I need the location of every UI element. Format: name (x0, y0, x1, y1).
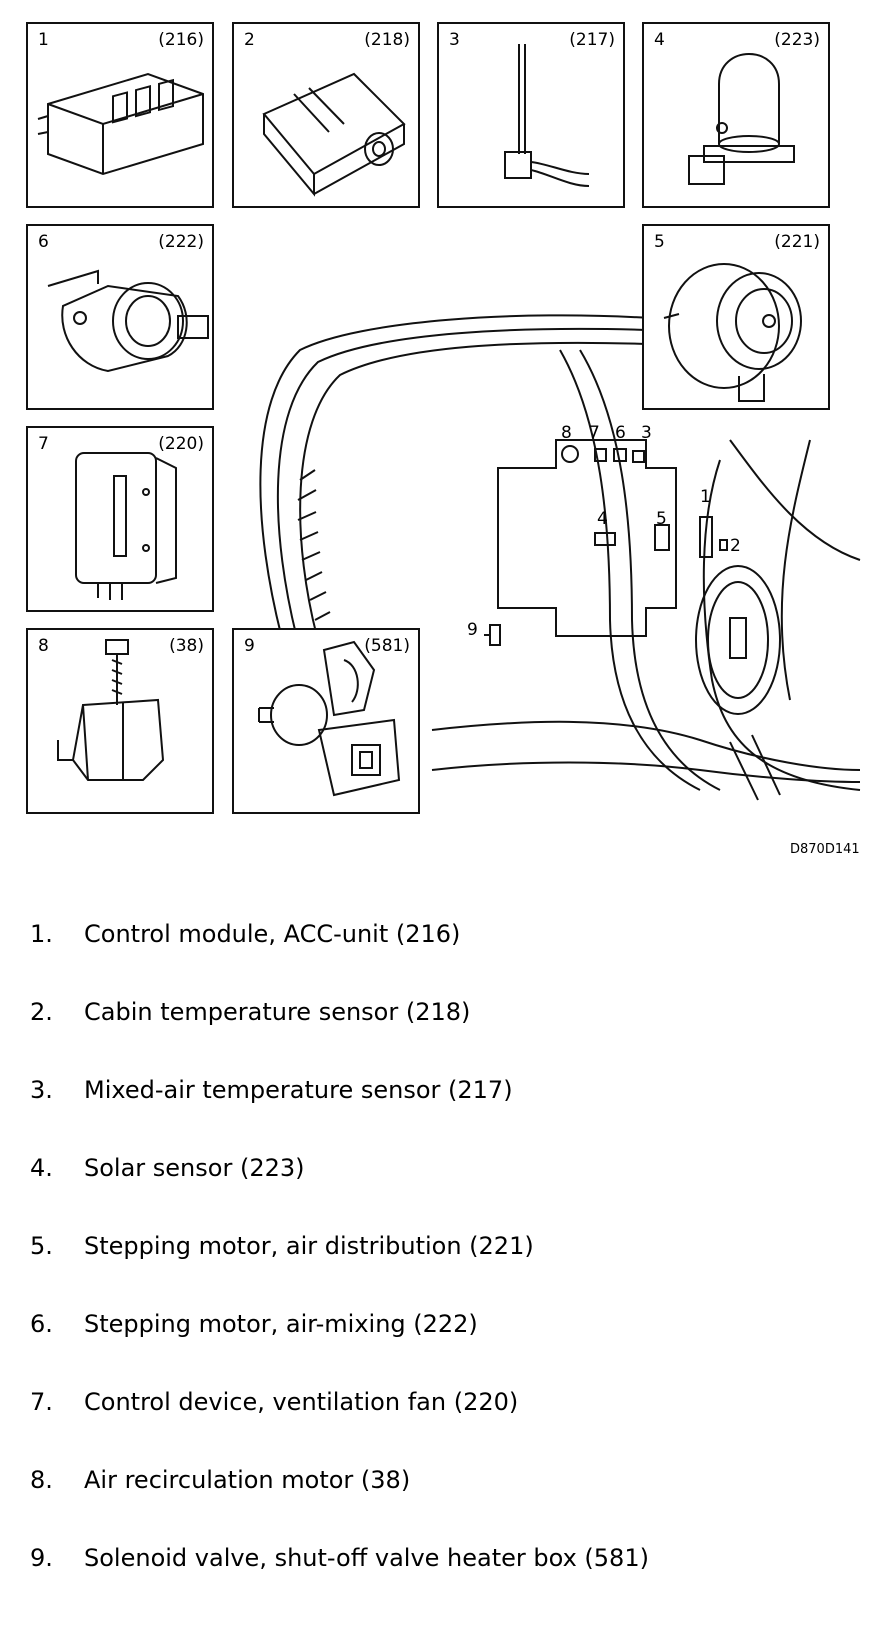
legend-text: Cabin temperature sensor (218) (84, 998, 471, 1026)
panel-cabin-sensor: 2 (218) (232, 22, 420, 208)
dashboard-drawing (259, 314, 861, 801)
legend-index: 4. (30, 1154, 53, 1182)
panel-code: (218) (364, 30, 410, 50)
legend-index: 5. (30, 1232, 53, 1260)
legend-text: Control device, ventilation fan (220) (84, 1388, 519, 1416)
panel-number: 3 (449, 30, 460, 50)
legend-list: 1. Control module, ACC-unit (216) 2. Cabin… (30, 920, 649, 1622)
panel-code: (216) (158, 30, 204, 50)
legend-text: Mixed-air temperature sensor (217) (84, 1076, 513, 1104)
legend-item: 1. Control module, ACC-unit (216) (30, 920, 649, 998)
callout-7: 7 (589, 423, 600, 443)
callout-3: 3 (641, 423, 652, 443)
legend-text: Solar sensor (223) (84, 1154, 305, 1182)
callout-4: 4 (597, 509, 608, 529)
fan-control-device-icon (75, 452, 177, 600)
legend-index: 6. (30, 1310, 53, 1338)
callout-8: 8 (561, 423, 572, 443)
callout-9: 9 (467, 620, 478, 640)
panel-fan-control-device: 7 (220) (26, 426, 214, 612)
control-module-icon (37, 72, 204, 176)
stepping-motor-air-distribution-icon (663, 263, 802, 402)
figure-id: D870D141 (790, 842, 860, 857)
panel-solar-sensor: 4 (223) (642, 22, 830, 208)
panel-code: (38) (169, 636, 204, 656)
panel-code: (223) (774, 30, 820, 50)
legend-item: 4. Solar sensor (223) (30, 1154, 649, 1232)
solenoid-valve-icon (258, 640, 401, 797)
legend-text: Control module, ACC-unit (216) (84, 920, 461, 948)
recirculation-motor-icon (57, 639, 165, 781)
legend-index: 1. (30, 920, 53, 948)
mixed-air-sensor-icon (504, 44, 590, 187)
legend-text: Stepping motor, air-mixing (222) (84, 1310, 478, 1338)
panel-code: (220) (158, 434, 204, 454)
panel-number: 1 (38, 30, 49, 50)
legend-item: 2. Cabin temperature sensor (218) (30, 998, 649, 1076)
panel-solenoid-valve: 9 (581) (232, 628, 420, 814)
panel-code: (581) (364, 636, 410, 656)
callout-2: 2 (730, 536, 741, 556)
panel-stepping-motor-air-distribution: 5 (221) (642, 224, 830, 410)
panel-number: 2 (244, 30, 255, 50)
legend-item: 7. Control device, ventilation fan (220) (30, 1388, 649, 1466)
cabin-sensor-icon (262, 72, 406, 197)
legend-item: 6. Stepping motor, air-mixing (222) (30, 1310, 649, 1388)
panel-code: (222) (158, 232, 204, 252)
panel-control-module: 1 (216) (26, 22, 214, 208)
legend-index: 8. (30, 1466, 53, 1494)
legend-text: Stepping motor, air distribution (221) (84, 1232, 534, 1260)
legend-item: 9. Solenoid valve, shut-off valve heater … (30, 1544, 649, 1622)
panel-number: 7 (38, 434, 49, 454)
stepping-motor-air-mixing-icon (47, 269, 209, 373)
legend-item: 5. Stepping motor, air distribution (221) (30, 1232, 649, 1310)
panel-number: 8 (38, 636, 49, 656)
callout-6: 6 (615, 423, 626, 443)
callout-5: 5 (656, 509, 667, 529)
legend-item: 3. Mixed-air temperature sensor (217) (30, 1076, 649, 1154)
panel-number: 4 (654, 30, 665, 50)
panel-mixed-air-sensor: 3 (217) (437, 22, 625, 208)
panel-code: (217) (569, 30, 615, 50)
legend-text: Air recirculation motor (38) (84, 1466, 411, 1494)
panel-recirculation-motor: 8 (38) (26, 628, 214, 814)
panel-stepping-motor-air-mixing: 6 (222) (26, 224, 214, 410)
legend-index: 2. (30, 998, 53, 1026)
legend-text: Solenoid valve, shut-off valve heater bo… (84, 1544, 649, 1572)
panel-number: 9 (244, 636, 255, 656)
legend-index: 7. (30, 1388, 53, 1416)
legend-item: 8. Air recirculation motor (38) (30, 1466, 649, 1544)
panel-code: (221) (774, 232, 820, 252)
solar-sensor-icon (688, 53, 795, 185)
legend-index: 3. (30, 1076, 53, 1104)
panel-number: 5 (654, 232, 665, 252)
panel-number: 6 (38, 232, 49, 252)
callout-1: 1 (700, 487, 711, 507)
legend-index: 9. (30, 1544, 53, 1572)
